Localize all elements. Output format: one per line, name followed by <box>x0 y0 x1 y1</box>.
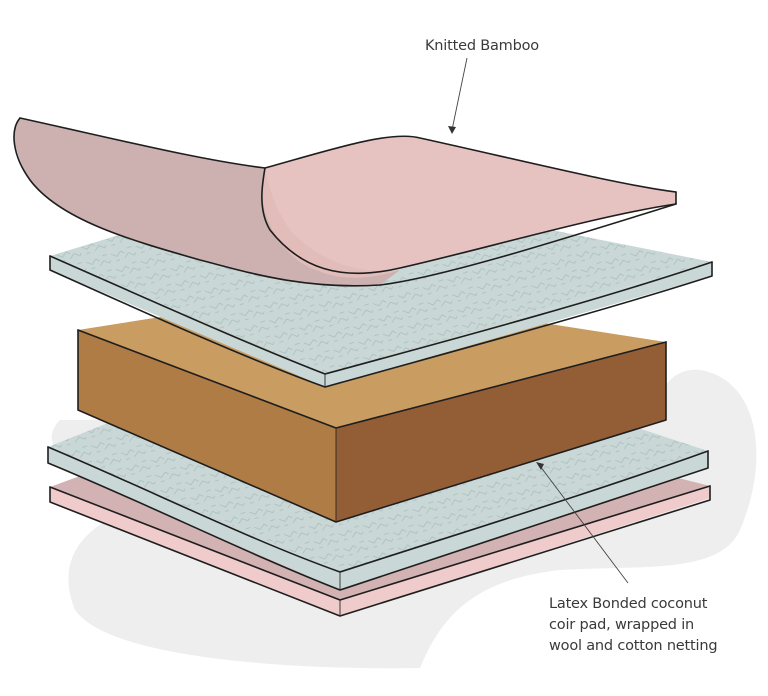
label-coir-pad-line-1: Latex Bonded coconut <box>549 596 708 612</box>
annotation-arrow-knitted-bamboo <box>448 57 468 134</box>
label-coir-pad: Latex Bonded coconut coir pad, wrapped i… <box>549 594 764 657</box>
label-coir-pad-line-3: wool and cotton netting <box>549 638 718 654</box>
label-coir-pad-line-2: coir pad, wrapped in <box>549 617 695 633</box>
label-knitted-bamboo: Knitted Bamboo <box>425 38 539 54</box>
annotation-arrow-coir-pad <box>536 462 629 584</box>
layer-knitted-bamboo-cover <box>13 117 677 287</box>
